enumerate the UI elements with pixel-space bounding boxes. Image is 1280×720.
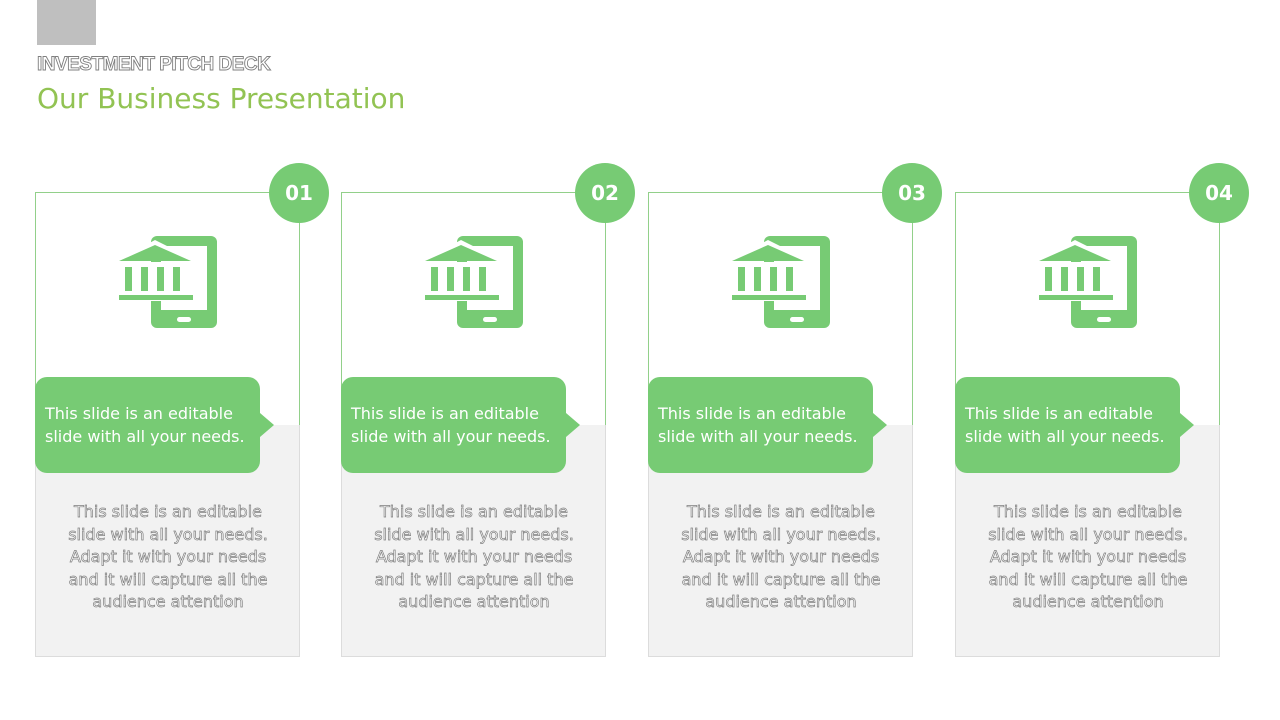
card-frame bbox=[341, 192, 606, 426]
callout-box: This slide is an editable slide with all… bbox=[955, 377, 1194, 473]
bank-tablet-icon bbox=[1037, 236, 1137, 328]
deck-kicker: INVESTMENT PITCH DECK bbox=[37, 54, 272, 76]
callout-box: This slide is an editable slide with all… bbox=[648, 377, 887, 473]
card-body-text: This slide is an editable slide with all… bbox=[68, 502, 268, 612]
logo-placeholder bbox=[37, 0, 96, 45]
card-4: 04 This slide is an editable slide with … bbox=[955, 163, 1249, 657]
bank-tablet-icon bbox=[423, 236, 523, 328]
number-badge: 01 bbox=[269, 163, 329, 223]
card-1: 01 This slide is an editable slide with … bbox=[35, 163, 329, 657]
card-frame bbox=[35, 192, 300, 426]
card-2: 02 This slide is an editable slide with … bbox=[341, 163, 635, 657]
card-frame bbox=[955, 192, 1220, 426]
bank-tablet-icon bbox=[730, 236, 830, 328]
card-3: 03 This slide is an editable slide with … bbox=[648, 163, 942, 657]
number-badge: 02 bbox=[575, 163, 635, 223]
card-body-text: This slide is an editable slide with all… bbox=[374, 502, 574, 612]
card-body-text: This slide is an editable slide with all… bbox=[988, 502, 1188, 612]
bank-tablet-icon bbox=[117, 236, 217, 328]
card-body-text: This slide is an editable slide with all… bbox=[681, 502, 881, 612]
slide-title: Our Business Presentation bbox=[37, 82, 406, 115]
number-badge: 04 bbox=[1189, 163, 1249, 223]
card-frame bbox=[648, 192, 913, 426]
number-badge: 03 bbox=[882, 163, 942, 223]
callout-box: This slide is an editable slide with all… bbox=[35, 377, 274, 473]
callout-box: This slide is an editable slide with all… bbox=[341, 377, 580, 473]
